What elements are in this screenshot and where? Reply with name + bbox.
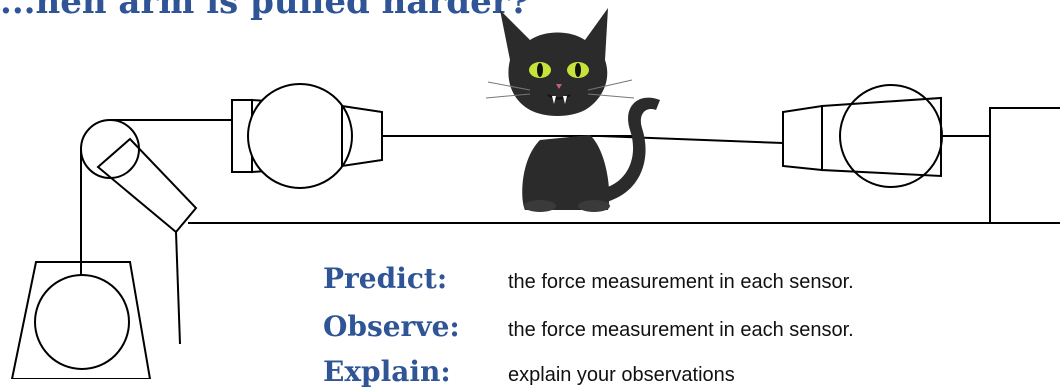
predict-row: Predict: the force measurement in each se… [323,262,854,295]
explain-label: Explain: [323,355,451,388]
explain-row: Explain: explain your observations [323,355,735,388]
arm [96,137,1060,345]
explain-text: explain your observations [508,364,735,386]
cat-icon [485,8,660,212]
predict-text: the force measurement in each sensor. [508,271,854,293]
predict-label: Predict: [323,262,448,295]
page-title: ...hen arm is pulled harder? [0,0,530,22]
left-force-sensor [231,83,640,189]
observe-text: the force measurement in each sensor. [508,319,854,341]
right-force-sensor [599,84,990,188]
bottom-force-sensor [10,261,152,379]
apparatus-diagram [10,8,1060,379]
right-anchor-block [989,107,1060,224]
observe-row: Observe: the force measurement in each se… [323,310,854,343]
observe-label: Observe: [323,310,460,343]
